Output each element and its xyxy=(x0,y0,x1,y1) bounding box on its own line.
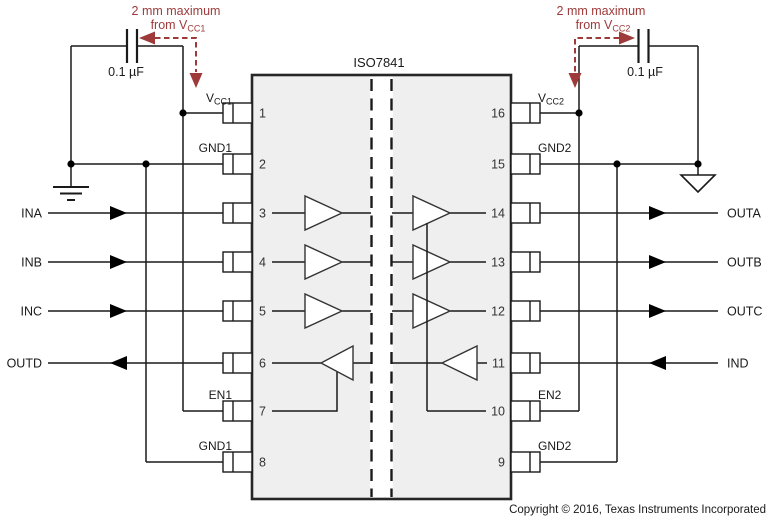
pin-label-gnd2: GND2 xyxy=(538,141,572,155)
pin-boxes xyxy=(222,102,541,473)
red-arrow-down-icon xyxy=(189,73,203,88)
copyright-notice: Copyright © 2016, Texas Instruments Inco… xyxy=(509,504,766,516)
chassis-ground-icon xyxy=(679,174,717,194)
arrow-left-icon xyxy=(110,356,127,370)
buffer-outc-icon xyxy=(412,292,452,330)
isolation-gap xyxy=(370,76,393,498)
buffer-inc-icon xyxy=(304,292,344,330)
signal-label-ina: INA xyxy=(21,207,43,221)
placement-callout-left-arrows xyxy=(139,31,203,88)
pin-box-right xyxy=(510,102,541,473)
pin-number: 15 xyxy=(491,158,505,172)
pin-number: 10 xyxy=(491,405,505,419)
signal-label-ind: IND xyxy=(727,357,749,371)
pin-number: 4 xyxy=(259,256,266,270)
annotation-line1: 2 mm maximum xyxy=(132,4,221,18)
external-wires-left xyxy=(48,45,223,463)
pin-label-en1: EN1 xyxy=(209,388,233,402)
signal-label-outa: OUTA xyxy=(727,207,761,221)
buffer-outb-icon xyxy=(412,243,452,281)
pin-label-gnd1-b: GND1 xyxy=(199,439,233,453)
pin-number: 14 xyxy=(491,207,505,221)
pin-number: 7 xyxy=(259,405,266,419)
internal-wires xyxy=(272,212,487,412)
capacitor-left-value: 0.1 µF xyxy=(108,65,144,79)
red-arrow-down-icon xyxy=(568,73,582,88)
pin-number: 6 xyxy=(259,357,266,371)
red-arrow-left-icon xyxy=(139,31,155,45)
buffer-outd-icon xyxy=(319,344,354,382)
earth-ground-icon xyxy=(53,164,89,201)
pin-numbers-left: 1 2 3 4 5 6 7 8 xyxy=(259,107,266,470)
channel-buffers xyxy=(304,194,478,382)
annotation-line2: from VCC1 xyxy=(151,18,206,34)
junction-dots xyxy=(67,109,702,168)
arrow-right-icon xyxy=(649,304,666,318)
junction-dot xyxy=(694,160,702,168)
placement-callout-right xyxy=(574,37,619,72)
pin-number: 8 xyxy=(259,456,266,470)
junction-dot xyxy=(142,160,150,168)
pin-number: 9 xyxy=(498,456,505,470)
signal-labels-left: INA INB INC OUTD xyxy=(7,207,43,371)
signal-label-outd: OUTD xyxy=(7,357,42,371)
arrow-right-icon xyxy=(110,206,127,220)
pin-numbers-right: 16 15 14 13 12 11 10 9 xyxy=(491,107,505,470)
pin-label-gnd2-b: GND2 xyxy=(538,439,572,453)
signal-arrows xyxy=(110,206,666,370)
red-arrow-right-icon xyxy=(619,31,635,45)
pin-label-vcc1: VCC1 xyxy=(206,91,232,107)
signal-label-inc: INC xyxy=(20,305,42,319)
capacitor-left-icon xyxy=(125,29,139,63)
buffer-inb-icon xyxy=(304,243,344,281)
annotation-line2: from VCC2 xyxy=(576,18,631,34)
pin-number: 2 xyxy=(259,158,266,172)
pin-number: 1 xyxy=(259,107,266,121)
signal-labels-right: OUTA OUTB OUTC IND xyxy=(727,207,762,371)
pin-number: 11 xyxy=(492,357,505,371)
pin-box-left xyxy=(222,102,253,473)
pin-number: 3 xyxy=(259,207,266,221)
pin-number: 5 xyxy=(259,305,266,319)
isolation-barrier xyxy=(370,79,393,497)
arrow-right-icon xyxy=(110,304,127,318)
en2-internal-wire xyxy=(426,223,486,412)
arrow-right-icon xyxy=(110,255,127,269)
arrow-right-icon xyxy=(649,206,666,220)
signal-label-inb: INB xyxy=(21,256,42,270)
pin-number: 13 xyxy=(491,256,505,270)
buffer-ind-icon xyxy=(440,344,478,382)
pin-number: 12 xyxy=(491,305,505,319)
signal-label-outc: OUTC xyxy=(727,305,762,319)
pin-label-vcc2: VCC2 xyxy=(538,91,564,107)
junction-dot xyxy=(67,160,75,168)
ic-title: ISO7841 xyxy=(353,55,404,70)
arrow-right-icon xyxy=(649,255,666,269)
arrow-left-icon xyxy=(649,356,666,370)
annotation-right-text: 2 mm maximum from VCC2 xyxy=(557,4,646,34)
annotation-left-text: 2 mm maximum from VCC1 xyxy=(132,4,221,34)
buffer-outa-icon xyxy=(412,194,452,232)
annotation-line1: 2 mm maximum xyxy=(557,4,646,18)
placement-callout-left xyxy=(155,37,197,72)
capacitor-right-icon xyxy=(637,29,650,63)
signal-label-outb: OUTB xyxy=(727,256,762,270)
junction-dot xyxy=(613,160,621,168)
en1-internal-wire xyxy=(272,372,338,412)
placement-callout-right-arrows xyxy=(568,31,635,88)
pin-label-gnd1: GND1 xyxy=(199,141,233,155)
junction-dot xyxy=(179,109,187,117)
external-wires-right xyxy=(540,45,718,463)
pin-number: 16 xyxy=(491,107,505,121)
pin-label-en2: EN2 xyxy=(538,388,562,402)
buffer-ina-icon xyxy=(304,194,344,232)
capacitor-right-value: 0.1 µF xyxy=(627,65,663,79)
junction-dot xyxy=(575,109,583,117)
